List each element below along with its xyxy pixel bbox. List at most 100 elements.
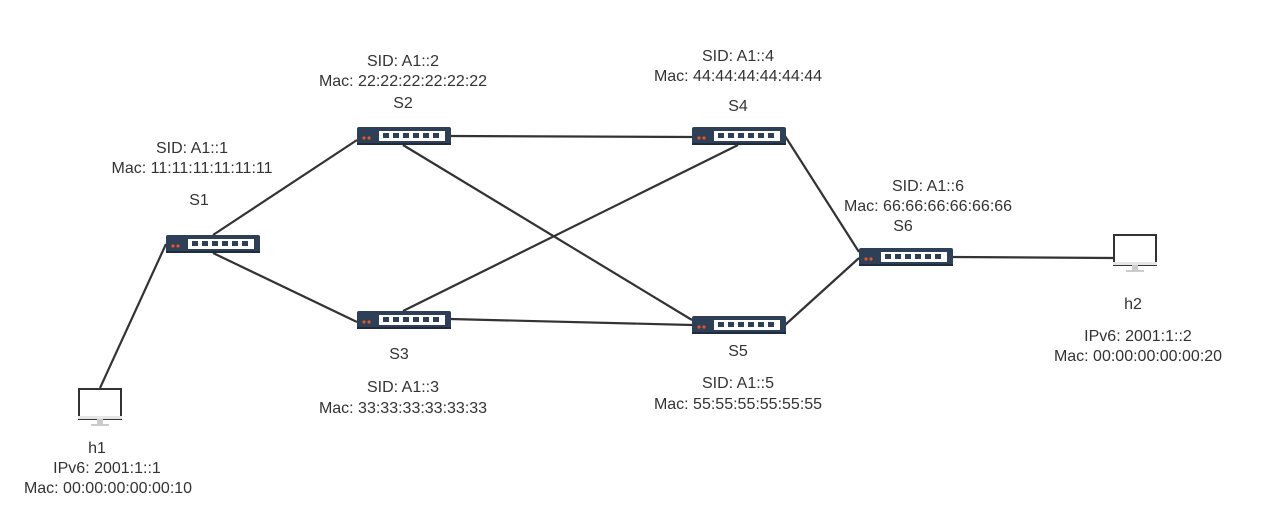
switch-port <box>738 133 744 138</box>
monitor-neck <box>1132 265 1138 270</box>
switch-port <box>423 317 429 322</box>
switch-port-panel <box>714 320 780 330</box>
s5-sid: SID: A1::5 <box>702 375 774 392</box>
switch-led <box>697 136 701 140</box>
s6-name: S6 <box>893 218 913 235</box>
switch-led <box>702 136 706 140</box>
monitor-bezel <box>1113 262 1157 265</box>
s5-mac: Mac: 55:55:55:55:55:55 <box>654 396 822 413</box>
switch-led <box>176 244 180 248</box>
switch-port <box>383 133 389 138</box>
s3-name: S3 <box>389 346 409 363</box>
switch-led <box>702 325 706 329</box>
switch-led <box>367 136 371 140</box>
switch-led <box>864 257 868 261</box>
h2-name: h2 <box>1124 296 1142 313</box>
switch-port <box>192 241 198 246</box>
switch-port-panel <box>379 315 445 325</box>
switch-led <box>869 257 873 261</box>
switch-port <box>748 133 754 138</box>
h2-mac: Mac: 00:00:00:00:00:20 <box>1054 348 1222 365</box>
s4-sid: SID: A1::4 <box>702 48 774 65</box>
switch-port <box>718 133 724 138</box>
switch-led <box>171 244 175 248</box>
link-s6-h2 <box>951 255 1114 260</box>
switch-port-panel <box>188 239 254 249</box>
switch-port <box>925 254 931 259</box>
switch-port <box>935 254 941 259</box>
switch-port <box>748 322 754 327</box>
switch-port <box>393 317 399 322</box>
monitor-screen <box>78 388 122 420</box>
link-s3-s5 <box>449 317 693 327</box>
h1-mac: Mac: 00:00:00:00:00:10 <box>24 480 192 497</box>
switch-led <box>697 325 701 329</box>
switch-port <box>895 254 901 259</box>
s1-mac: Mac: 11:11:11:11:11:11 <box>112 160 273 177</box>
switch-port <box>758 322 764 327</box>
switch-led <box>367 320 371 324</box>
switch-base <box>166 251 260 253</box>
switch-s4-icon[interactable] <box>692 127 786 145</box>
h1-ipv6: IPv6: 2001:1::1 <box>53 460 161 477</box>
s2-mac: Mac: 22:22:22:22:22:22 <box>319 73 487 90</box>
switch-s6-icon[interactable] <box>859 248 953 266</box>
host-h1-icon[interactable] <box>78 388 122 426</box>
link-s4-s6 <box>784 135 860 253</box>
monitor-bezel <box>78 416 122 419</box>
switch-port <box>433 133 439 138</box>
switch-port-panel <box>881 252 947 262</box>
switch-port <box>423 133 429 138</box>
switch-base <box>692 143 786 145</box>
s1-name: S1 <box>189 192 209 209</box>
switch-port-panel <box>379 131 445 141</box>
link-h1-s1 <box>99 243 167 389</box>
switch-port <box>768 322 774 327</box>
h1-name: h1 <box>88 440 106 457</box>
switch-port <box>885 254 891 259</box>
s6-sid: SID: A1::6 <box>892 178 964 195</box>
switch-port <box>383 317 389 322</box>
switch-port <box>232 241 238 246</box>
switch-port <box>718 322 724 327</box>
switch-port-panel <box>714 131 780 141</box>
switch-s3-icon[interactable] <box>357 311 451 329</box>
switch-port <box>403 133 409 138</box>
switch-port <box>728 322 734 327</box>
switch-base <box>357 327 451 329</box>
switch-port <box>242 241 248 246</box>
link-s1-s3 <box>212 252 358 323</box>
switch-led <box>362 136 366 140</box>
s6-mac: Mac: 66:66:66:66:66:66 <box>844 198 1012 215</box>
switch-port <box>413 133 419 138</box>
s5-name: S5 <box>728 343 748 360</box>
s3-mac: Mac: 33:33:33:33:33:33 <box>319 400 487 417</box>
link-s3-s4 <box>402 144 739 312</box>
s2-name: S2 <box>393 95 413 112</box>
monitor-neck <box>97 419 103 424</box>
host-h2-icon[interactable] <box>1113 234 1157 272</box>
switch-port <box>222 241 228 246</box>
switch-base <box>692 332 786 334</box>
switch-port <box>728 133 734 138</box>
switch-port <box>905 254 911 259</box>
switch-port <box>433 317 439 322</box>
s4-mac: Mac: 44:44:44:44:44:44 <box>654 68 822 85</box>
s1-sid: SID: A1::1 <box>156 140 228 157</box>
switch-port <box>738 322 744 327</box>
switch-port <box>768 133 774 138</box>
switch-s1-icon[interactable] <box>166 235 260 253</box>
monitor-foot <box>91 424 109 426</box>
switch-base <box>357 143 451 145</box>
switch-s5-icon[interactable] <box>692 316 786 334</box>
link-s2-s5 <box>402 144 693 321</box>
s2-sid: SID: A1::2 <box>367 53 439 70</box>
switch-port <box>758 133 764 138</box>
switch-port <box>403 317 409 322</box>
switch-s2-icon[interactable] <box>357 127 451 145</box>
h2-ipv6: IPv6: 2001:1::2 <box>1084 328 1192 345</box>
link-s5-s6 <box>784 257 860 326</box>
switch-base <box>859 264 953 266</box>
switch-port <box>202 241 208 246</box>
